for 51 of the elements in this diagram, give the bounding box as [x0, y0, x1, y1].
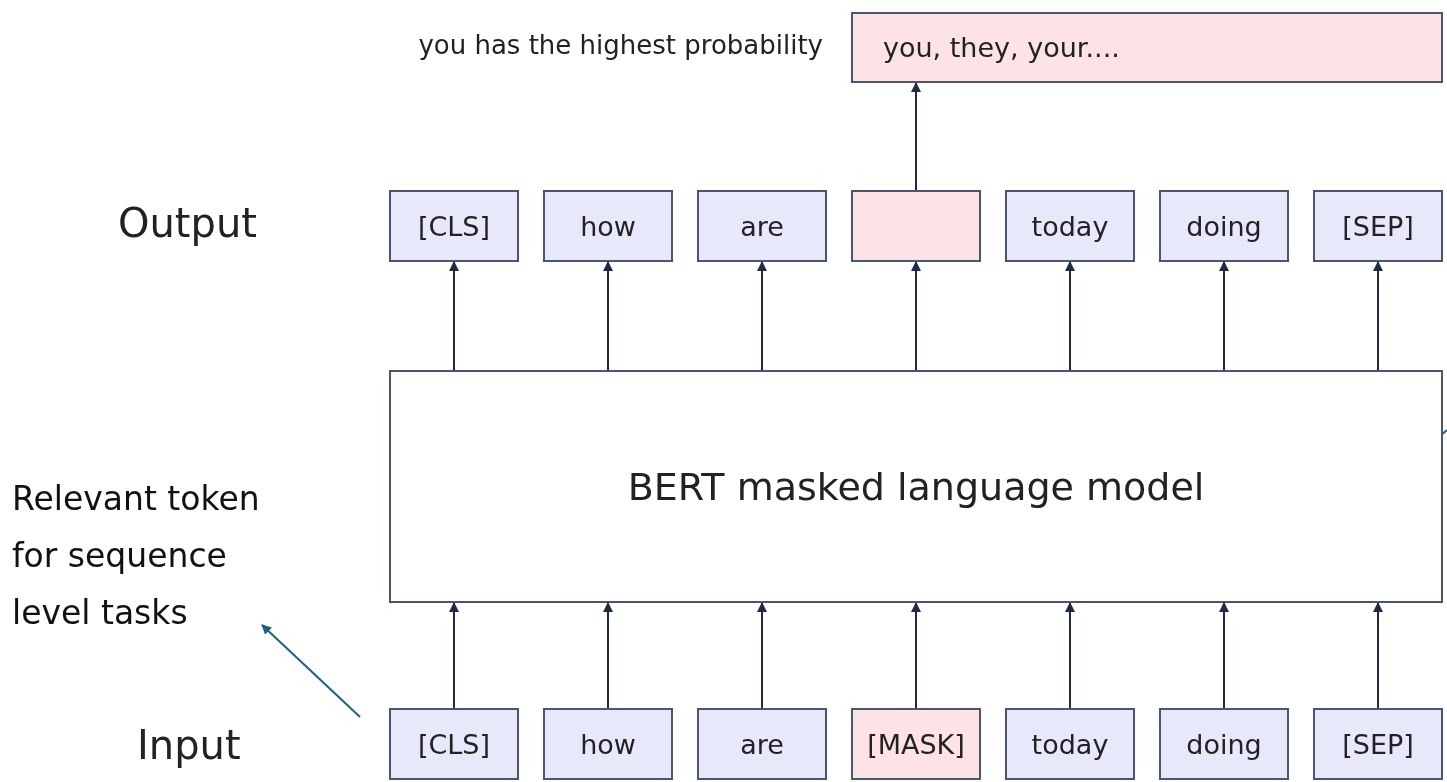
arrow — [757, 602, 767, 709]
arrow — [1373, 602, 1383, 709]
token-box — [851, 708, 981, 780]
token-label: you, they, your.... — [883, 32, 1120, 63]
token-box — [851, 12, 1443, 83]
token-label: [CLS] — [417, 210, 491, 242]
token-box — [543, 708, 673, 780]
token-box — [1005, 190, 1135, 262]
token-box — [389, 190, 519, 262]
token-label: doing — [1186, 210, 1262, 242]
token-box — [543, 190, 673, 262]
token-box — [697, 190, 827, 262]
token-label: how — [580, 728, 636, 760]
row-label: Output — [118, 200, 257, 246]
arrow — [1065, 602, 1075, 709]
token-label: are — [740, 728, 784, 760]
arrow — [261, 624, 361, 718]
token-box — [1159, 190, 1289, 262]
caption-text: you has the highest probability — [418, 30, 823, 60]
arrow — [911, 82, 921, 191]
arrow — [1065, 261, 1075, 371]
arrow — [911, 261, 921, 371]
arrow — [1373, 261, 1383, 371]
token-box — [1005, 708, 1135, 780]
row-label: Input — [137, 722, 241, 768]
token-label: today — [1031, 728, 1109, 760]
token-label: are — [740, 210, 784, 242]
arrow — [1219, 261, 1229, 371]
note-text: Relevant token for sequence level tasks — [12, 478, 261, 634]
token-box — [851, 190, 981, 262]
model-label: BERT masked language model — [627, 464, 1205, 509]
arrow — [449, 602, 459, 709]
token-label: today — [1031, 210, 1109, 242]
token-box — [1313, 190, 1443, 262]
token-label: [MASK] — [867, 728, 965, 760]
token-label: [SEP] — [1342, 728, 1414, 760]
arrow — [757, 261, 767, 371]
token-box — [1159, 708, 1289, 780]
token-box — [1313, 708, 1443, 780]
token-label: [SEP] — [1342, 210, 1414, 242]
arrow — [1219, 602, 1229, 709]
token-label: doing — [1186, 728, 1262, 760]
arrow — [911, 602, 921, 709]
model-box — [389, 370, 1443, 603]
token-box — [697, 708, 827, 780]
arrow — [449, 261, 459, 371]
arrow — [603, 261, 613, 371]
token-label: [CLS] — [417, 728, 491, 760]
token-label: how — [580, 210, 636, 242]
arrow — [603, 602, 613, 709]
token-box — [389, 708, 519, 780]
